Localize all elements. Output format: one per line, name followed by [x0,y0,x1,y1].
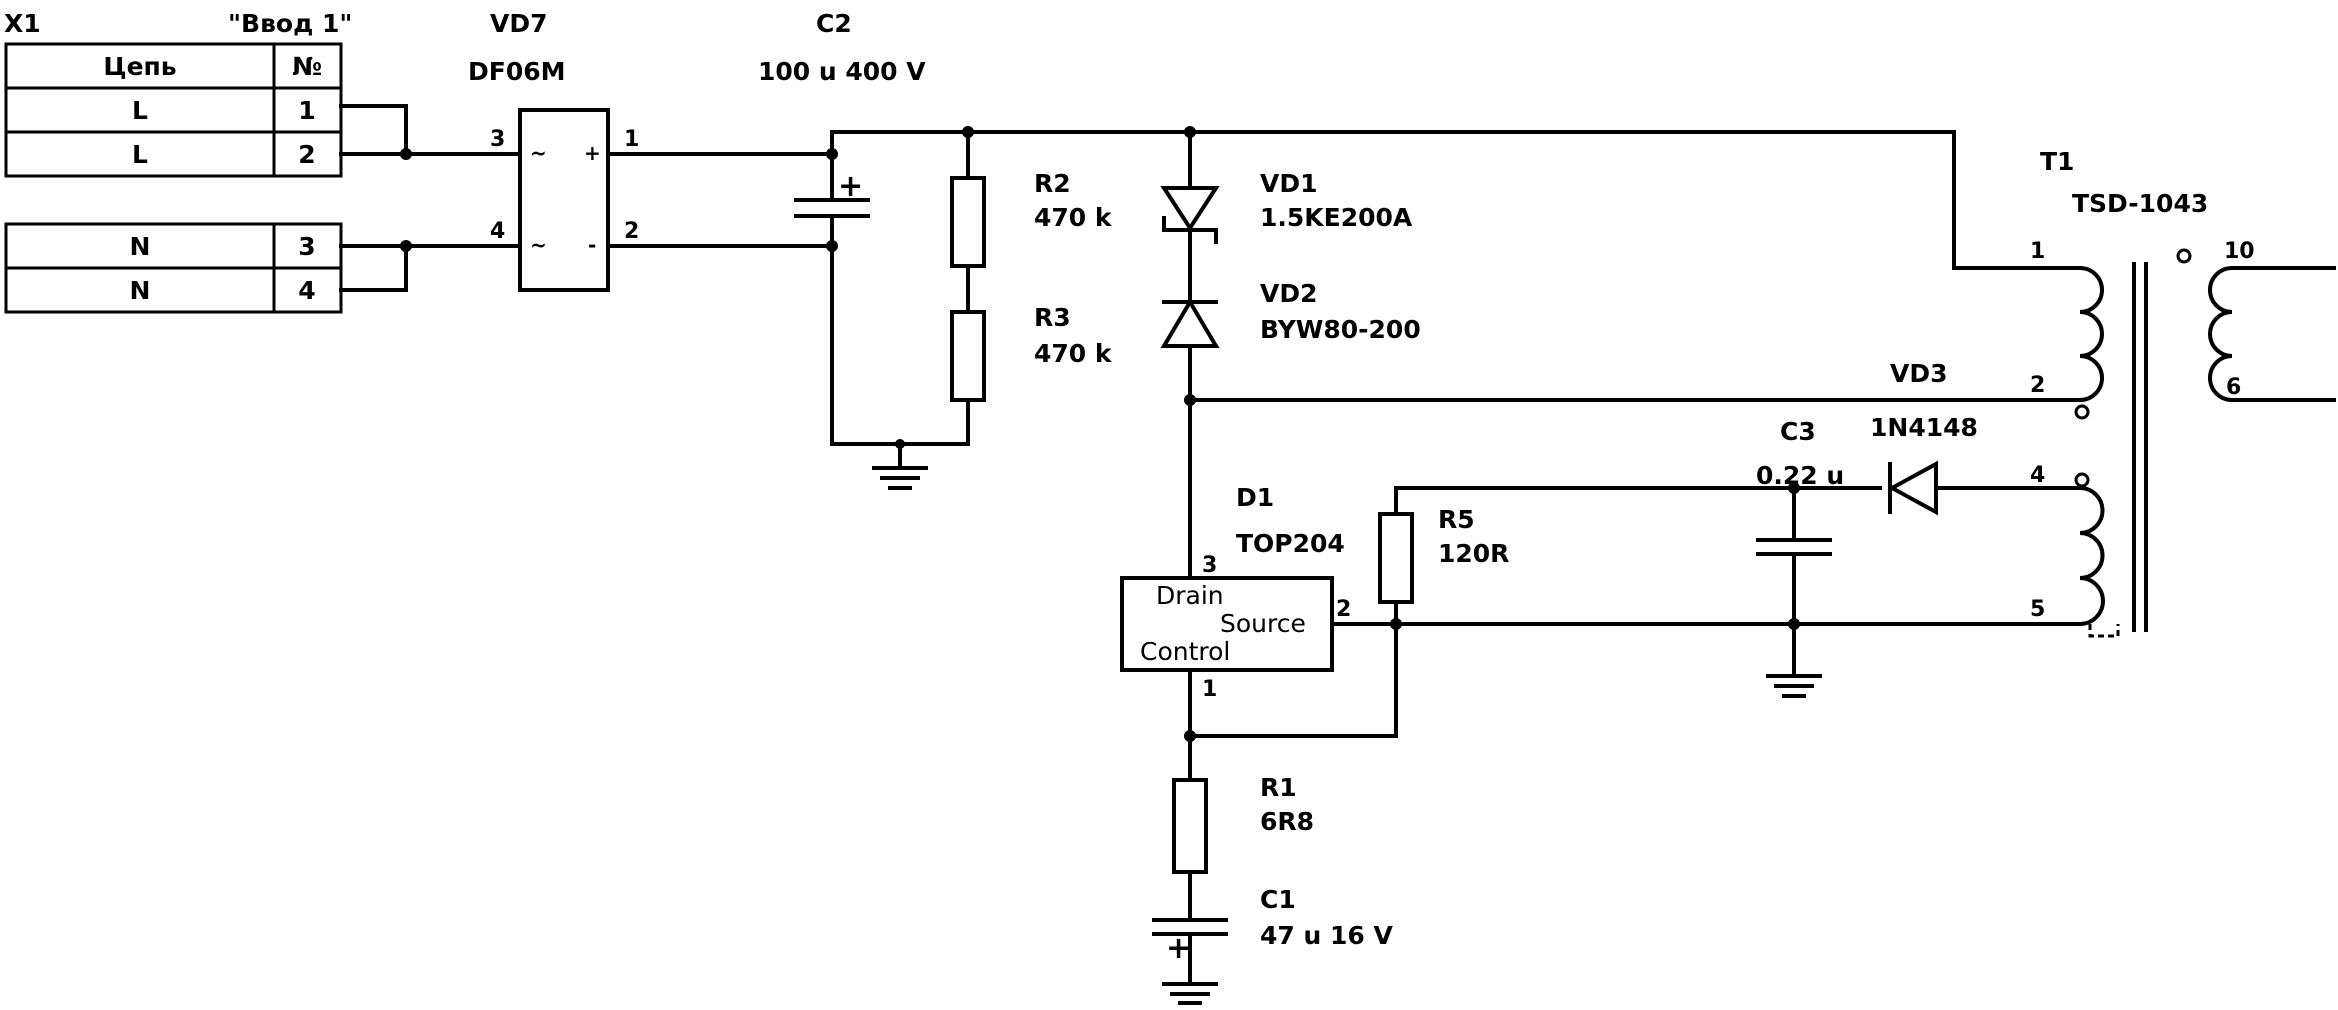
c1-polarity: + [1166,931,1191,966]
wires-dc-bus [606,126,2082,270]
d1-drain: Drain [1156,581,1224,610]
bridge-vd7: VD7 DF06M ~ ~ + - 3 4 1 2 [468,9,639,292]
d1-control: Control [1140,637,1230,666]
t1-pin: 10 [2224,239,2255,264]
phase-dot [2074,404,2090,420]
connector-row-number: 4 [298,276,315,305]
d1-pin: 3 [1202,553,1217,578]
d1-ref: D1 [1236,483,1274,512]
vd2-ref: VD2 [1260,279,1318,308]
t1-pin: 2 [2030,373,2045,398]
bridge-part: DF06M [468,57,566,86]
c2-polarity: + [838,169,863,204]
bridge-sym-ac: ~ [530,233,547,257]
bridge-sym-ac: ~ [530,141,547,165]
wire-drain-net [1184,394,2082,406]
c2-value: 100 u 400 V [758,57,926,86]
diode-vd3 [1887,460,1938,516]
c2-ref: C2 [816,9,852,38]
connector-row-number: 3 [298,232,315,261]
t1-ref: T1 [2040,147,2074,176]
divider-r2-r3: R2 470 k R3 470 k [830,130,1113,446]
vd3-ref: VD3 [1890,359,1948,388]
resistor-r3 [950,310,986,402]
c3-ref: C3 [1780,417,1816,446]
ic-d1: D1 TOP204 Drain Source Control 3 2 1 [1120,483,1351,702]
vd1-part: 1.5KE200A [1260,203,1413,232]
phase-dot [2074,472,2090,488]
connector-header-number: № [292,52,322,81]
bridge-sym-plus: + [584,141,601,165]
capacitor-c2: C2 100 u 400 V + [758,9,926,446]
bridge-ref: VD7 [490,9,548,38]
connector-row-number: 1 [298,96,315,125]
connector-ref: X1 [4,9,41,38]
r2-value: 470 k [1034,203,1113,232]
wire-source-net [1330,618,2082,630]
connector-table-upper [4,42,343,178]
ic-body [1120,576,1334,672]
vd1-ref: VD1 [1260,169,1318,198]
capacitor-c3: C3 0.22 u [1756,417,1844,678]
r3-ref: R3 [1034,303,1071,332]
winding-secondary [2208,265,2235,403]
ground-icon [1162,982,1218,1005]
tvs-diode-vd1 [1160,186,1220,232]
bridge-pin: 1 [624,127,639,152]
winding-primary [2077,265,2104,403]
winding-bias [2077,485,2105,627]
bridge-pin: 3 [490,127,505,152]
vd3-part: 1N4148 [1870,413,1978,442]
t1-pin: 1 [2030,239,2045,264]
r5-ref: R5 [1438,505,1475,534]
connector-name: "Ввод 1" [228,9,352,38]
t1-pin: 6 [2226,375,2241,400]
ground-icon [872,439,928,490]
ground-icon [1766,674,1822,698]
c1-ref: C1 [1260,885,1296,914]
connector-row-circuit: L [132,140,148,169]
d1-part: TOP204 [1236,529,1345,558]
d1-source: Source [1220,609,1306,638]
resistor-r5 [1378,512,1414,604]
connector-row-circuit: N [130,232,151,261]
c3-value: 0.22 u [1756,461,1844,490]
bridge-pin: 2 [624,219,639,244]
connector-x1: X1 "Ввод 1" Цепь № L 1 L 2 N 3 N 4 [4,9,352,314]
t1-part: TSD-1043 [2072,189,2208,218]
r3-value: 470 k [1034,339,1113,368]
transformer-t1: T1 TSD-1043 1 2 4 5 10 6 [2030,147,2336,638]
c1-value: 47 u 16 V [1260,921,1393,950]
resistor-r2 [950,176,986,268]
resistor-r1 [1172,778,1208,874]
bridge-pin: 4 [490,219,505,244]
d1-pin: 1 [1202,677,1217,702]
t1-pin: 4 [2030,463,2045,488]
r1-value: 6R8 [1260,807,1314,836]
resistor-r5-group: R5 120R [1188,486,1882,738]
phase-dot [2176,248,2192,264]
bridge-sym-minus: - [588,233,596,257]
clamp-vd1-vd2: VD1 1.5KE200A VD2 BYW80-200 [1160,130,1421,580]
r1-ref: R1 [1260,773,1297,802]
vd2-part: BYW80-200 [1260,315,1421,344]
bridge-body [518,108,610,292]
r2-ref: R2 [1034,169,1071,198]
connector-header-circuit: Цепь [103,52,176,81]
connector-row-circuit: L [132,96,148,125]
wires-input [339,104,522,292]
connector-row-circuit: N [130,276,151,305]
diode-vd2 [1160,298,1220,348]
connector-row-number: 2 [298,140,315,169]
d1-pin: 2 [1336,597,1351,622]
rc-r1-c1: + R1 6R8 C1 47 u 16 V [1152,668,1393,986]
r5-value: 120R [1438,539,1509,568]
t1-pin: 5 [2030,597,2045,622]
diode-vd3-group: VD3 1N4148 [1870,359,2082,516]
